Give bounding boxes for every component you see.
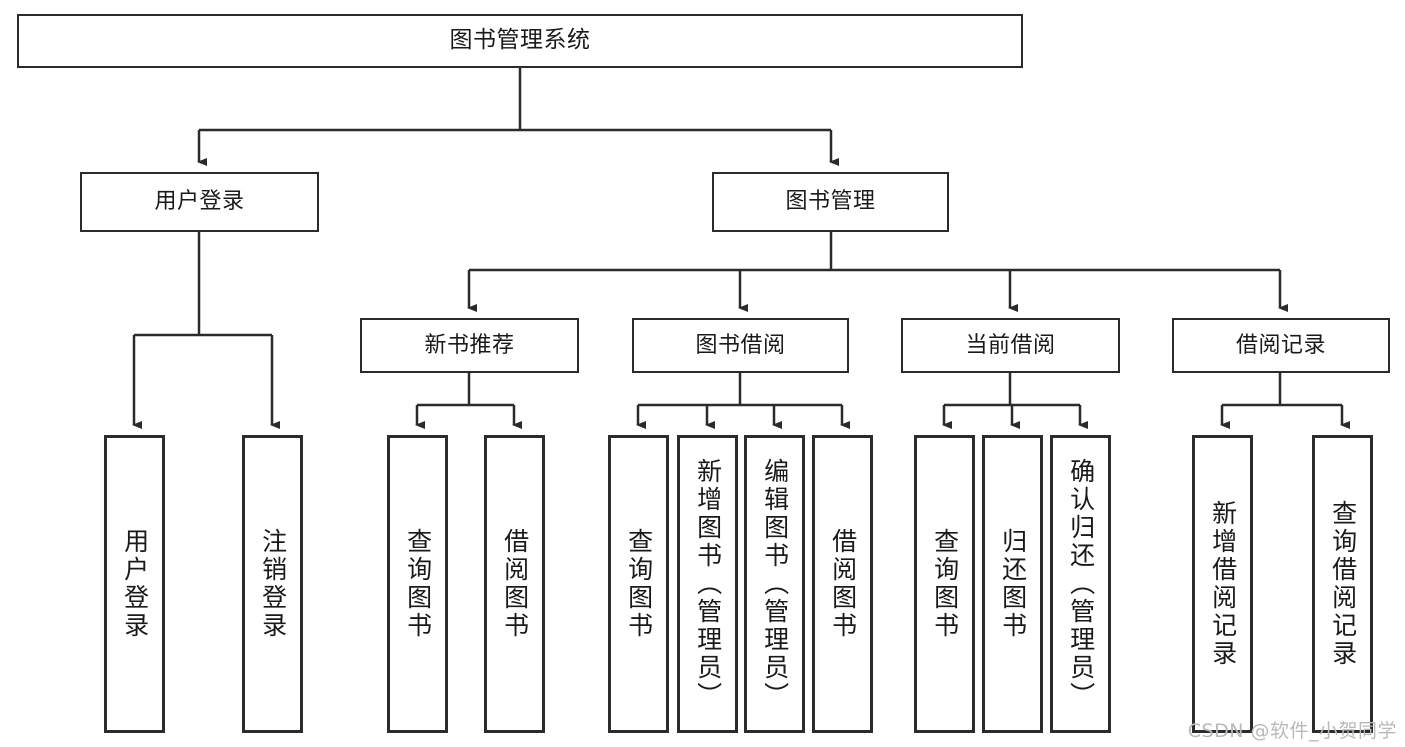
leaf-user-login-label: 用户登录	[120, 528, 150, 640]
leaf-logout-label: 注销登录	[258, 528, 288, 640]
node-user-login[interactable]: 用户登录	[80, 172, 319, 232]
leaf-current-confirm-return-label: 确认归还（管理员）	[1066, 458, 1096, 710]
node-book-management-label: 图书管理	[785, 189, 876, 215]
leaf-borrow-edit-book-label: 编辑图书（管理员）	[760, 458, 790, 710]
leaf-borrow-query-book-label: 查询图书	[624, 528, 654, 640]
node-book-borrow[interactable]: 图书借阅	[632, 318, 849, 373]
leaf-current-confirm-return[interactable]: 确认归还（管理员）	[1050, 435, 1111, 733]
leaf-logout[interactable]: 注销登录	[242, 435, 303, 733]
leaf-newbook-borrow-book-label: 借阅图书	[500, 528, 530, 640]
leaf-records-query-record[interactable]: 查询借阅记录	[1312, 435, 1373, 733]
leaf-current-query-book-label: 查询图书	[930, 528, 960, 640]
leaf-records-query-record-label: 查询借阅记录	[1328, 500, 1358, 668]
node-root[interactable]: 图书管理系统	[17, 14, 1023, 68]
leaf-current-return-book[interactable]: 归还图书	[982, 435, 1043, 733]
leaf-user-login[interactable]: 用户登录	[104, 435, 165, 733]
leaf-borrow-query-book[interactable]: 查询图书	[608, 435, 669, 733]
node-current-borrow-label: 当前借阅	[965, 332, 1056, 358]
node-new-book-recommend[interactable]: 新书推荐	[360, 318, 579, 373]
leaf-borrow-edit-book[interactable]: 编辑图书（管理员）	[744, 435, 805, 733]
leaf-newbook-borrow-book[interactable]: 借阅图书	[484, 435, 545, 733]
node-user-login-label: 用户登录	[154, 189, 245, 215]
node-borrow-records[interactable]: 借阅记录	[1172, 318, 1390, 373]
leaf-current-return-book-label: 归还图书	[998, 528, 1028, 640]
leaf-newbook-query-book[interactable]: 查询图书	[387, 435, 448, 733]
node-current-borrow[interactable]: 当前借阅	[901, 318, 1120, 373]
leaf-borrow-borrow-book-label: 借阅图书	[828, 528, 858, 640]
node-borrow-records-label: 借阅记录	[1235, 332, 1326, 358]
leaf-records-add-record-label: 新增借阅记录	[1208, 500, 1238, 668]
leaf-borrow-add-book[interactable]: 新增图书（管理员）	[677, 435, 738, 733]
leaf-current-query-book[interactable]: 查询图书	[914, 435, 975, 733]
node-book-borrow-label: 图书借阅	[695, 332, 786, 358]
leaf-borrow-add-book-label: 新增图书（管理员）	[693, 458, 723, 710]
node-book-management[interactable]: 图书管理	[712, 172, 949, 232]
csdn-watermark: CSDN @软件_小贺同学	[1187, 720, 1397, 742]
node-new-book-recommend-label: 新书推荐	[424, 332, 515, 358]
node-root-label: 图书管理系统	[449, 27, 591, 54]
leaf-newbook-query-book-label: 查询图书	[403, 528, 433, 640]
leaf-records-add-record[interactable]: 新增借阅记录	[1192, 435, 1253, 733]
leaf-borrow-borrow-book[interactable]: 借阅图书	[812, 435, 873, 733]
